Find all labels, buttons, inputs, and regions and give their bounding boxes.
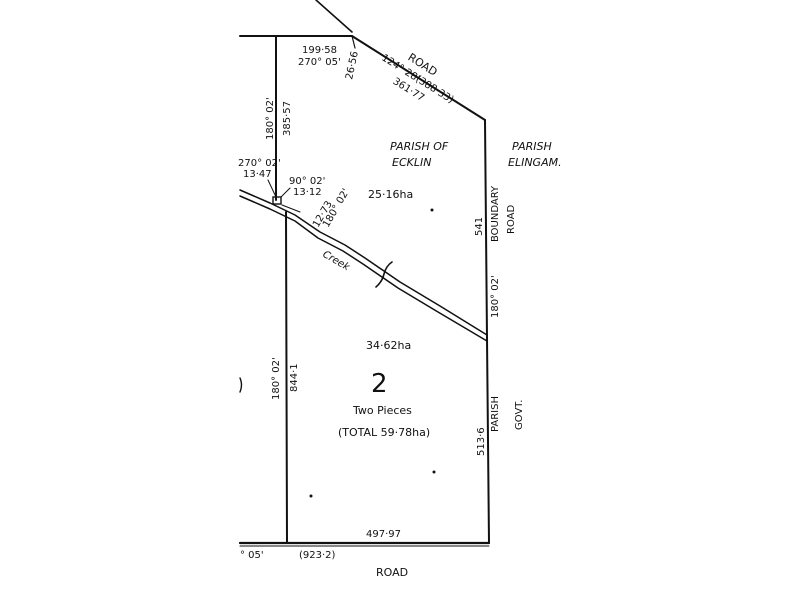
lot-pieces-label: Two Pieces (352, 404, 412, 417)
survey-dot (432, 470, 436, 474)
elingamite-label: ELINGAM. (508, 156, 562, 169)
parish-govt-label-1: PARISH (490, 396, 501, 432)
road-diagonal-boundary (351, 35, 486, 121)
right-lower-boundary (486, 337, 490, 544)
creek-line-upper (239, 189, 488, 336)
south-area-label: 34·62ha (366, 339, 411, 352)
jog-marker-box (272, 196, 282, 205)
boundary-road-label-1: BOUNDARY (490, 185, 501, 242)
creek-label: Creek (321, 249, 353, 274)
jog-length-1-label: 13·47 (243, 169, 272, 180)
bottom-left-bearing-label: ° 05' (240, 550, 264, 561)
right-upper-boundary (484, 119, 488, 339)
top-length-label: 199·58 (302, 45, 337, 56)
boundary-lines (238, 0, 491, 547)
north-area-label: 25·16ha (368, 188, 413, 201)
creek-flow-symbol (375, 261, 393, 288)
lot-number: 2 (371, 369, 388, 399)
jog-bearing-1-label: 270° 02' (238, 158, 281, 169)
left-upper-bearing-label: 180° 02' (265, 97, 276, 140)
creek-feature (239, 189, 488, 342)
creek-line-lower (239, 195, 488, 342)
left-margin-bracket (239, 377, 243, 393)
survey-dot (430, 208, 434, 212)
small-length-label: 26·56 (344, 50, 361, 80)
bottom-road-label: ROAD (376, 566, 408, 579)
bottom-length-label: 497·97 (366, 529, 401, 540)
parish-of-label: PARISH OF (390, 140, 449, 153)
lot-total-label: (TOTAL 59·78ha) (338, 426, 430, 439)
right-upper-length-label: 541 (474, 217, 485, 236)
jog-leader-line (267, 179, 277, 198)
left-upper-length-label: 385·57 (282, 101, 293, 136)
parish-govt-label-2: GOVT. (514, 400, 525, 430)
boundary-road-label-2: ROAD (506, 205, 517, 234)
small-corner-tick (351, 35, 356, 49)
jog-leader-line-3 (281, 204, 301, 213)
ecklin-label: ECKLIN (392, 156, 431, 169)
jog-length-2-label: 13·12 (293, 187, 322, 198)
parish-east-label: PARISH (512, 140, 552, 153)
survey-dots (309, 208, 436, 498)
left-lower-bearing-label: 180° 02' (271, 357, 282, 400)
bottom-total-label: (923·2) (299, 550, 336, 561)
upper-left-diagonal-road-edge (315, 0, 353, 33)
left-lower-boundary (285, 211, 288, 544)
jog-bearing-2-label: 90° 02' (289, 176, 325, 187)
right-bearing-label: 180° 02' (490, 275, 501, 318)
survey-dot (309, 494, 313, 498)
top-bearing-label: 270° 05' (298, 57, 341, 68)
left-lower-length-label: 844·1 (289, 363, 300, 392)
jog-leader-line-2 (280, 187, 291, 198)
right-lower-length-label: 513·6 (476, 427, 487, 456)
